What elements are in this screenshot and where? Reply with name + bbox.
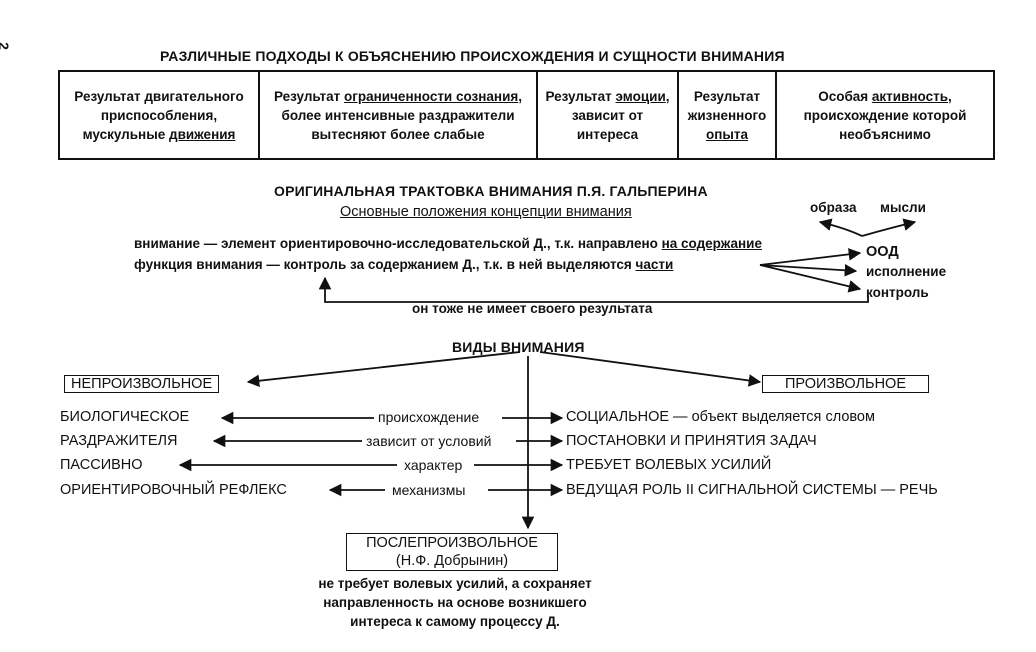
postvoluntary-description: не требует волевых усилий, а сохраняет н… [318,576,592,629]
galperin-title: ОРИГИНАЛЬНАЯ ТРАКТОВКА ВНИМАНИЯ П.Я. ГАЛ… [274,183,708,199]
part-ood: ООД [866,244,899,260]
arrow-parts-to-ood [759,248,862,266]
arrow-to-involuntary [246,351,521,388]
types-title: ВИДЫ ВНИМАНИЯ [452,339,585,355]
row-4-right: ВЕДУЩАЯ РОЛЬ II СИГНАЛЬНОЙ СИСТЕМЫ — РЕЧ… [566,482,938,498]
row-4-criterion: механизмы [392,482,466,498]
row-1-criterion: происхождение [378,409,480,425]
postvoluntary-box: ПОСЛЕПРОИЗВОЛЬНОЕ (Н.Ф. Добрынин) [346,533,558,571]
galperin-line-1: внимание — элемент ориентировочно-исслед… [134,236,762,251]
approach-cell-emotion: Результат эмоции, зависит от интереса [536,70,679,160]
postvoluntary-author: (Н.Ф. Добрынин) [395,553,509,569]
approach-cell-motor: Результат двигательного приспособления, … [58,70,260,160]
voluntary-box: ПРОИЗВОЛЬНОЕ [762,375,929,393]
galperin-subtitle: Основные положения концепции внимания [340,204,632,220]
row-2-right: ПОСТАНОВКИ И ПРИНЯТИЯ ЗАДАЧ [566,433,817,449]
arrow-parts-to-execution [759,264,858,277]
content-image-label: образа [810,200,857,215]
row-2-left: РАЗДРАЖИТЕЛЯ [60,433,178,449]
approach-cell-activity: Особая активность, происхождение которой… [775,70,995,160]
row-3-left: ПАССИВНО [60,457,143,473]
approach-cell-consciousness: Результат ограниченности сознания, более… [258,70,538,160]
part-execution: исполнение [866,264,947,279]
approaches-table: Результат двигательного приспособления, … [58,70,995,160]
page-marker: 2 [0,42,12,50]
part-control: контроль [866,285,929,300]
approach-cell-experience: Результат жизненного опыта [677,70,777,160]
row-2-criterion: зависит от условий [366,433,492,449]
loop-note: он тоже не имеет своего результата [412,301,653,316]
arrow-to-voluntary [539,351,762,387]
arrow-content-to-thought [861,218,917,237]
arrow-parts-to-control [759,264,862,293]
arrow-loop-back [318,276,869,303]
approaches-title: РАЗЛИЧНЫЕ ПОДХОДЫ К ОБЪЯСНЕНИЮ ПРОИСХОЖД… [160,48,785,64]
postvoluntary-label: ПОСЛЕПРОИЗВОЛЬНОЕ [366,535,538,551]
arrow-content-to-image [818,218,863,237]
row-1-right: СОЦИАЛЬНОЕ — объект выделяется словом [566,409,875,425]
involuntary-box: НЕПРОИЗВОЛЬНОЕ [64,375,220,393]
row-3-right: ТРЕБУЕТ ВОЛЕВЫХ УСИЛИЙ [566,457,772,473]
galperin-line-2: функция внимания — контроль за содержани… [134,257,674,272]
row-1-left: БИОЛОГИЧЕСКОЕ [60,409,190,425]
row-4-left: ОРИЕНТИРОВОЧНЫЙ РЕФЛЕКС [60,482,287,498]
row-3-criterion: характер [404,457,463,473]
content-thought-label: мысли [880,200,926,215]
